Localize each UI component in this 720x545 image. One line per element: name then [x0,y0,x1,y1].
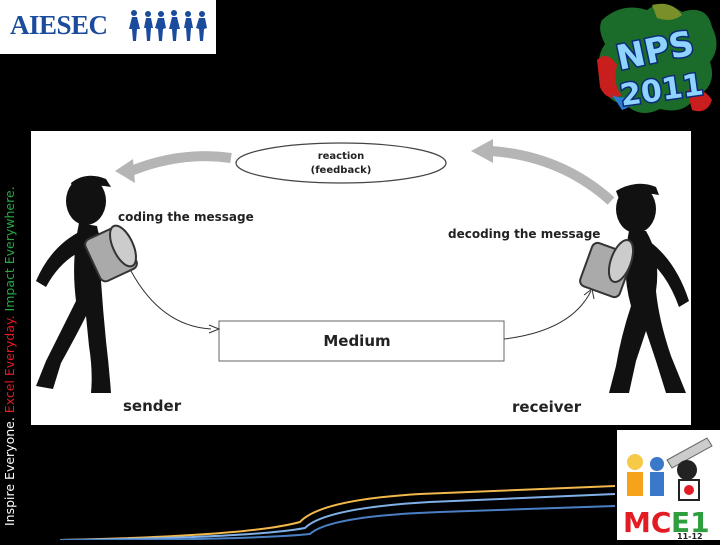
sender-figure-icon [36,175,138,393]
arrowhead-left-icon [115,159,135,183]
mc-logo: MC E1 11-12 [617,430,720,541]
slogan-part-3: Impact Everywhere. [2,186,17,312]
aiesec-logo: AIESEC [0,0,216,54]
conference-year: 2011 [618,67,706,113]
medium-arrow-icon [208,324,221,334]
medium-receiver-line [503,290,592,340]
communication-diagram: reaction (feedback) coding the message d… [31,131,691,425]
medium-label: Medium [323,332,390,350]
people-figures-icon [129,10,207,41]
feedback-arrow-right [490,146,615,205]
reaction-ellipse [235,142,447,184]
receiver-figure-icon [579,183,689,393]
paint-splash-icon [597,3,717,113]
medium-box [218,320,505,362]
decorative-waves [59,485,616,540]
aiesec-logo-text: AIESEC [10,10,108,40]
receiver-label: receiver [512,398,582,416]
reaction-label: reaction [318,151,365,162]
decoding-label: decoding the message [448,227,600,241]
coding-label: coding the message [118,210,254,224]
conference-logo: NPS 2011 [597,3,717,115]
sender-label: sender [123,397,182,415]
mc-logo-year: 11-12 [677,532,703,540]
sender-medium-line [130,270,212,330]
mc-logo-number: E1 [671,506,710,539]
slogan-part-2: Excel Everyday. [2,311,17,414]
arrowhead-right-icon [471,139,493,163]
mc-logo-text: MC [623,506,671,539]
feedback-arrow-left [129,151,232,176]
kids-illustration-icon [627,437,713,501]
feedback-label: (feedback) [311,165,372,176]
